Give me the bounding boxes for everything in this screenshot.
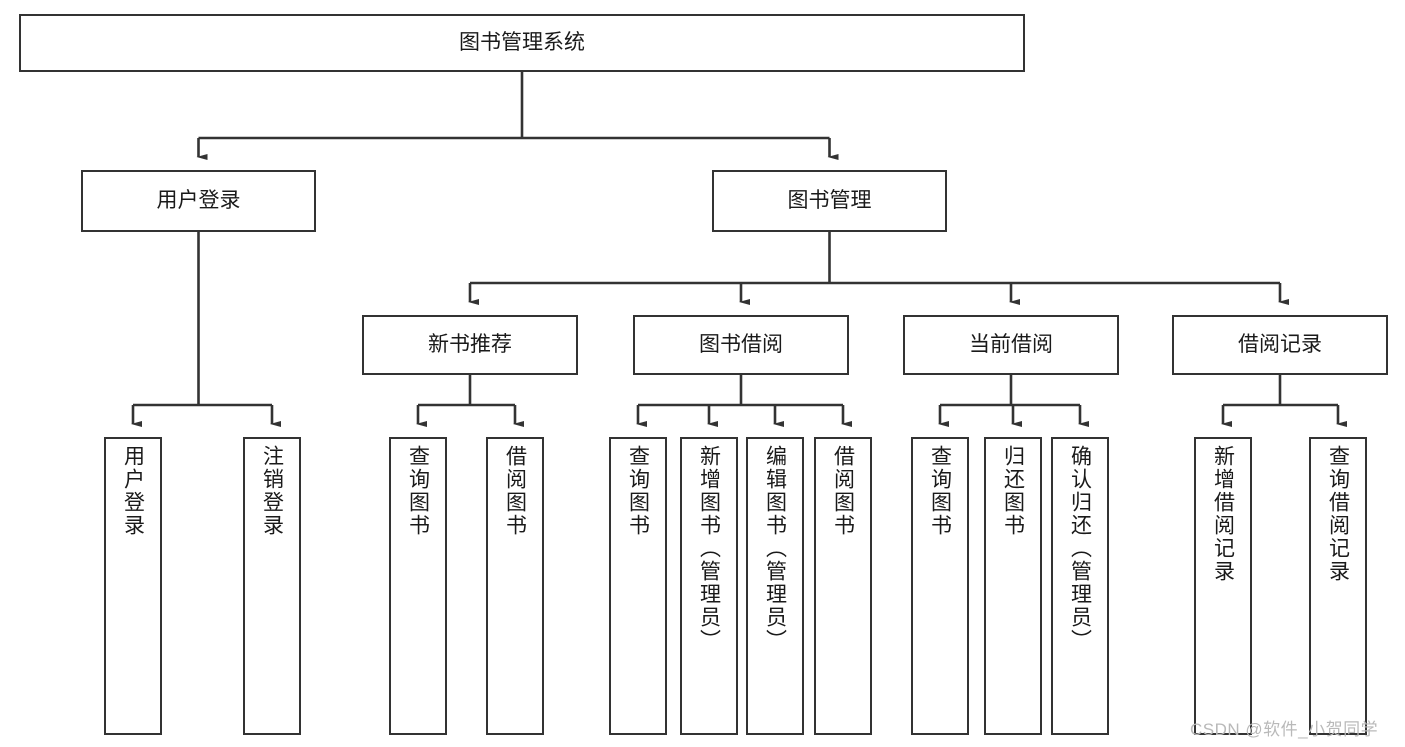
node-leaf_cb_query[interactable]: 查询图书 [911, 437, 969, 735]
node-root[interactable]: 图书管理系统 [19, 14, 1025, 72]
node-leaf_nb_borrow[interactable]: 借阅图书 [486, 437, 544, 735]
node-label-leaf_bb_borrow: 借阅图书 [831, 445, 855, 537]
node-book_mgmt[interactable]: 图书管理 [712, 170, 947, 232]
node-borrow_record[interactable]: 借阅记录 [1172, 315, 1388, 375]
node-label-book_mgmt: 图书管理 [787, 189, 872, 213]
node-label-root: 图书管理系统 [459, 31, 585, 55]
node-label-leaf_bb_query: 查询图书 [626, 445, 650, 537]
node-book_borrow[interactable]: 图书借阅 [633, 315, 849, 375]
node-user_login[interactable]: 用户登录 [81, 170, 316, 232]
edge-group [131, 72, 1347, 427]
node-label-leaf_br_query: 查询借阅记录 [1326, 445, 1350, 583]
node-leaf_user_logout[interactable]: 注销登录 [243, 437, 301, 735]
node-leaf_nb_query[interactable]: 查询图书 [389, 437, 447, 735]
node-current_borrow[interactable]: 当前借阅 [903, 315, 1119, 375]
node-leaf_br_query[interactable]: 查询借阅记录 [1309, 437, 1367, 735]
node-label-leaf_user_login: 用户登录 [121, 445, 145, 537]
node-label-leaf_user_logout: 注销登录 [260, 445, 284, 537]
node-label-leaf_nb_borrow: 借阅图书 [503, 445, 527, 537]
node-leaf_br_add[interactable]: 新增借阅记录 [1194, 437, 1252, 735]
node-label-leaf_nb_query: 查询图书 [406, 445, 430, 537]
node-label-current_borrow: 当前借阅 [969, 333, 1053, 357]
node-leaf_bb_borrow[interactable]: 借阅图书 [814, 437, 872, 735]
node-label-leaf_cb_query: 查询图书 [928, 445, 952, 537]
node-label-leaf_cb_confirm: 确认归还（管理员） [1068, 445, 1092, 652]
node-leaf_bb_add[interactable]: 新增图书（管理员） [680, 437, 738, 735]
node-leaf_user_login[interactable]: 用户登录 [104, 437, 162, 735]
node-label-leaf_bb_add: 新增图书（管理员） [697, 445, 721, 652]
node-label-leaf_bb_edit: 编辑图书（管理员） [763, 445, 787, 652]
node-label-user_login: 用户登录 [156, 189, 241, 213]
node-leaf_bb_edit[interactable]: 编辑图书（管理员） [746, 437, 804, 735]
node-label-leaf_cb_return: 归还图书 [1001, 445, 1025, 537]
node-label-borrow_record: 借阅记录 [1238, 333, 1322, 357]
node-label-leaf_br_add: 新增借阅记录 [1211, 445, 1235, 583]
node-label-new_book_rec: 新书推荐 [428, 333, 512, 357]
node-new_book_rec[interactable]: 新书推荐 [362, 315, 578, 375]
node-leaf_cb_confirm[interactable]: 确认归还（管理员） [1051, 437, 1109, 735]
node-label-book_borrow: 图书借阅 [699, 333, 783, 357]
node-leaf_bb_query[interactable]: 查询图书 [609, 437, 667, 735]
node-leaf_cb_return[interactable]: 归还图书 [984, 437, 1042, 735]
